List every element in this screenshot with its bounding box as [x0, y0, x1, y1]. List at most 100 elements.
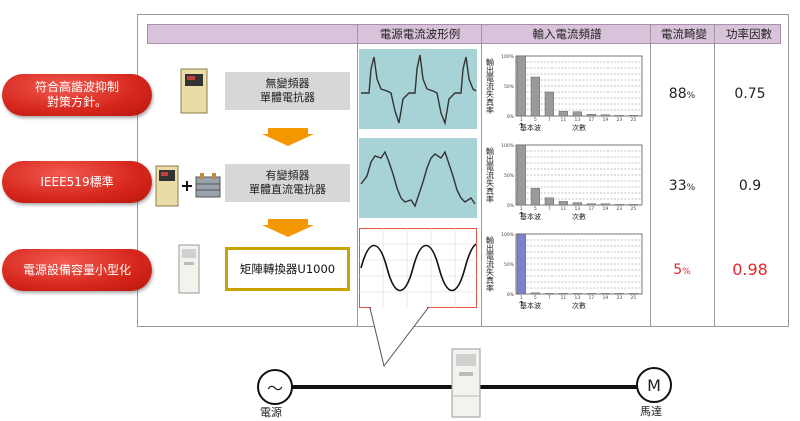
spectrum-fundamental-label: 基本波 — [520, 212, 541, 221]
spectrum-bar — [614, 115, 624, 117]
spectrum-x-tick: 7 — [548, 117, 551, 123]
callout-pointer — [369, 307, 430, 368]
motor-label: 馬達 — [640, 405, 662, 418]
spectrum-y-label: 輸出電流失真率 — [486, 146, 495, 204]
column-divider — [714, 24, 715, 327]
power-source-icon: ～ — [257, 369, 293, 405]
spectrum-x-tick: 17 — [588, 295, 594, 301]
up-arrow-icon — [519, 122, 524, 128]
spectrum-y-tick: 100% — [501, 54, 515, 60]
spectrum-bar — [558, 201, 568, 206]
inverter-dc-reactor-icon — [155, 165, 221, 207]
power-factor-value-row3: 0.98 — [732, 260, 768, 279]
spectrum-bar — [530, 292, 540, 295]
spectrum-y-tick: 100% — [501, 143, 515, 149]
matrix-converter-unit-icon — [451, 348, 481, 418]
spectrum-x-tick: 23 — [616, 117, 622, 123]
spectrum-x-tick: 1 — [520, 295, 523, 301]
header-distortion: 電流畸變 — [661, 27, 707, 41]
spectrum-bar — [544, 197, 554, 206]
inverter-icon — [180, 68, 208, 114]
spectrum-bar — [600, 293, 610, 295]
spectrum-x-tick: 5 — [534, 206, 537, 212]
spectrum-bar — [628, 204, 638, 206]
waveform-row3 — [359, 228, 477, 308]
config-box-reactor: 無變頻器單體電抗器 — [225, 72, 350, 110]
spectrum-x-tick: 17 — [588, 206, 594, 212]
spectrum-x-tick: 23 — [616, 206, 622, 212]
spectrum-bar — [558, 111, 568, 117]
spectrum-x-tick: 5 — [534, 295, 537, 301]
spectrum-order-label: 次數 — [572, 301, 586, 310]
spectrum-x-tick: 7 — [548, 295, 551, 301]
spectrum-fundamental-label: 基本波 — [520, 301, 541, 310]
spectrum-bar — [516, 55, 526, 117]
spectrum-bar — [544, 91, 554, 117]
power-source-label: 電源 — [260, 406, 282, 419]
spectrum-bar — [614, 293, 624, 295]
spectrum-x-tick: 11 — [560, 295, 566, 301]
spectrum-x-tick: 17 — [588, 117, 594, 123]
spectrum-y-label: 輸出電流失真率 — [486, 57, 495, 115]
header-waveform: 電源電流波形例 — [379, 27, 461, 41]
spectrum-y-label: 輸出電流失真率 — [486, 235, 495, 293]
spectrum-bar — [544, 293, 554, 295]
down-arrow-icon — [262, 219, 314, 237]
spectrum-x-tick: 19 — [602, 117, 608, 123]
spectrum-fundamental-label: 基本波 — [520, 123, 541, 132]
column-divider — [357, 24, 358, 327]
spectrum-x-tick: 7 — [548, 206, 551, 212]
spectrum-x-tick: 11 — [560, 117, 566, 123]
spectrum-x-tick: 1 — [520, 206, 523, 212]
distortion-value-row1: 88% — [668, 86, 696, 102]
spectrum-x-tick: 19 — [602, 295, 608, 301]
spectrum-bar — [572, 111, 582, 117]
badge-capacity-reduction: 電源設備容量小型化 — [2, 249, 152, 291]
spectrum-x-tick: 23 — [616, 295, 622, 301]
spectrum-x-tick: 13 — [574, 117, 580, 123]
spectrum-order-label: 次數 — [572, 123, 586, 132]
spectrum-x-tick: 5 — [534, 117, 537, 123]
spectrum-x-tick: 25 — [630, 206, 636, 212]
spectrum-x-tick: 25 — [630, 117, 636, 123]
spectrum-x-tick: 1 — [520, 117, 523, 123]
down-arrow-icon — [262, 128, 314, 146]
spectrum-bar — [628, 293, 638, 295]
spectrum-y-tick: 50% — [504, 262, 515, 268]
matrix-converter-icon — [178, 244, 200, 294]
spectrum-bar — [558, 293, 568, 295]
config-box-dc-reactor: 有變頻器單體直流電抗器 — [225, 164, 350, 202]
spectrum-bar — [586, 293, 596, 295]
spectrum-bar — [572, 202, 582, 206]
header-spectrum: 輸入電流頻譜 — [532, 27, 602, 41]
config-box-matrix-converter: 矩陣轉換器U1000 — [225, 247, 350, 291]
spectrum-y-tick: 50% — [504, 173, 515, 179]
spectrum-y-tick: 100% — [501, 232, 515, 238]
up-arrow-icon — [519, 300, 524, 306]
spectrum-y-tick: 0% — [507, 292, 515, 298]
power-factor-value-row2: 0.9 — [738, 178, 762, 194]
spectrum-bar — [572, 293, 582, 295]
spectrum-chart-row1: 輸出電流失真率 100% 50% 0% 1 5 7 11 13 17 19 23 25 基本波 次數 — [486, 54, 643, 132]
spectrum-bar — [516, 144, 526, 206]
badge-harmonic-policy: 符合高諧波抑制對策方針。 — [2, 74, 152, 116]
spectrum-x-tick: 13 — [574, 295, 580, 301]
table-header: 電源電流波形例 輸入電流頻譜 電流畸變 功率因數 — [147, 24, 781, 44]
spectrum-bar — [516, 233, 526, 295]
spectrum-bar — [586, 113, 596, 117]
distortion-value-row2: 33% — [668, 178, 696, 194]
header-power-factor: 功率因數 — [726, 27, 772, 41]
spectrum-y-tick: 50% — [504, 84, 515, 90]
spectrum-x-tick: 25 — [630, 295, 636, 301]
spectrum-bar — [586, 203, 596, 206]
spectrum-order-label: 次數 — [572, 212, 586, 221]
spectrum-bar — [600, 114, 610, 117]
column-divider — [481, 24, 482, 327]
spectrum-bar — [530, 188, 540, 206]
spectrum-y-tick: 0% — [507, 114, 515, 120]
power-factor-value-row1: 0.75 — [734, 86, 766, 102]
spectrum-y-tick: 0% — [507, 203, 515, 209]
waveform-row1 — [359, 49, 477, 129]
column-divider — [650, 24, 651, 327]
